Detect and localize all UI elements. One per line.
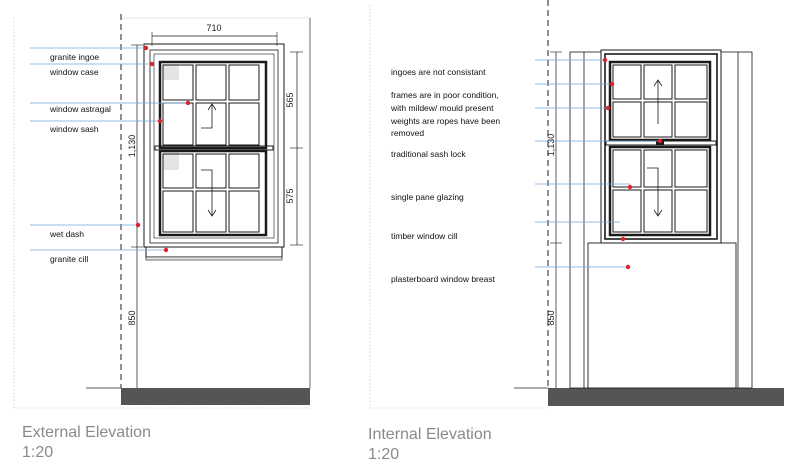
annotation-window-breast: plasterboard window breast: [391, 274, 496, 284]
annotation-window-cill: timber window cill: [391, 231, 458, 241]
ground-slab: [121, 388, 310, 405]
lower-sash-value: 575: [285, 188, 295, 203]
height-dimension: 1,130 850: [127, 44, 143, 388]
internal-title: Internal Elevation: [368, 426, 492, 443]
sill-height-value: 850: [546, 310, 556, 325]
cill-drip: [145, 256, 283, 261]
annotation-weights-line2: removed: [391, 128, 424, 138]
glass-shade: [163, 150, 179, 170]
external-title: External Elevation: [22, 424, 151, 441]
window-frame-inner: [604, 53, 718, 240]
window-height-value: 1,130: [546, 134, 556, 157]
annotation-sash-lock: traditional sash lock: [391, 149, 466, 159]
internal-annotations: ingoes are not consistant frames are in …: [390, 57, 663, 284]
annotation-granite-ingoe: granite ingoe: [50, 52, 99, 62]
annotation-granite-cill: granite cill: [50, 254, 88, 264]
window-breast: [587, 242, 737, 389]
sash-height-dimension: 565 575: [285, 51, 303, 246]
external-caption: External Elevation 1:20: [22, 423, 151, 463]
window-frame: [149, 49, 279, 244]
annotation-glazing: single pane glazing: [391, 192, 464, 202]
sill-height-value: 850: [127, 310, 137, 325]
width-dimension: 710: [151, 23, 278, 46]
internal-caption: Internal Elevation 1:20: [368, 425, 492, 465]
annotation-window-sash: window sash: [49, 124, 99, 134]
annotation-window-astragal: window astragal: [49, 104, 111, 114]
external-scale: 1:20: [22, 444, 54, 461]
annotation-ingoes: ingoes are not consistant: [391, 67, 486, 77]
internal-scale: 1:20: [368, 446, 400, 463]
annotation-frames-line2: with mildew/ mould present: [390, 103, 494, 113]
lower-sash: [158, 149, 268, 237]
annotation-wet-dash: wet dash: [49, 229, 84, 239]
annotation-weights-line1: weights are ropes have been: [390, 116, 500, 126]
glass-shade: [163, 64, 179, 80]
lower-sash: [608, 145, 712, 237]
annotation-frames-line1: frames are in poor condition,: [391, 90, 499, 100]
upper-sash-value: 565: [285, 92, 295, 107]
width-value: 710: [206, 23, 221, 33]
window-frame-inner: [153, 53, 275, 239]
window-height-value: 1,130: [127, 135, 137, 158]
external-annotations: granite ingoe window case window astraga…: [30, 45, 191, 264]
external-elevation: 710 565 575 1,130 850 granite ingoe wi: [13, 14, 311, 409]
ground-slab: [548, 388, 784, 406]
annotation-window-case: window case: [49, 67, 99, 77]
internal-elevation: 1,130 850 ingoes are not consistant fram…: [369, 0, 784, 409]
